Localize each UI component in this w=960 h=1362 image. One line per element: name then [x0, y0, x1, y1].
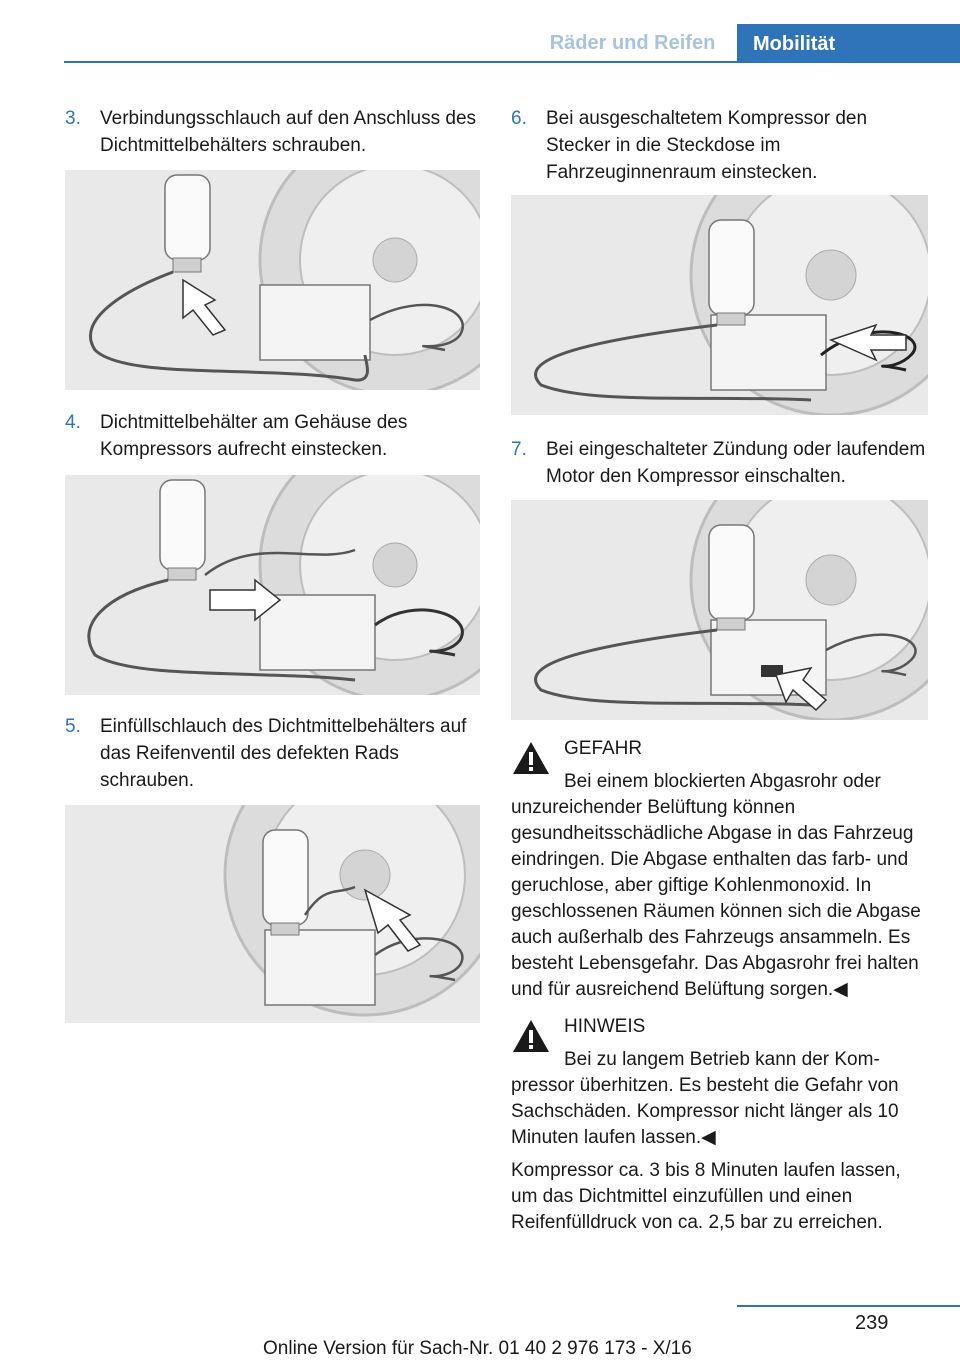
danger-notice: GEFAHR Bei einem blockierten Abgasrohr o…: [511, 736, 931, 1003]
caution-notice: HINWEIS Bei zu langem Betrieb kann der K…: [511, 1014, 931, 1151]
page-number: 239: [855, 1312, 889, 1334]
figure-insert-container: [65, 475, 480, 695]
figure-hose-to-container: [65, 170, 480, 390]
footer-rule: [737, 1305, 960, 1307]
step-text: Bei eingeschalteter Zündung oder laufend…: [546, 439, 926, 487]
danger-title: GEFAHR: [564, 738, 643, 759]
step-number: 6.: [511, 108, 527, 129]
header-section-label: Räder und Reifen: [549, 32, 716, 54]
step-text: Dichtmittelbehälter am Gehäuse des Kompr…: [100, 412, 408, 460]
figure-hose-to-valve: [65, 805, 480, 1023]
caution-first-line: Bei zu langem Betrieb kann der Kom-: [564, 1049, 880, 1070]
step-number: 4.: [65, 412, 81, 433]
figure-plug-in: [511, 195, 928, 415]
caution-body: pressor überhitzen. Es besteht die Gefah…: [511, 1075, 899, 1148]
step-text: Einfüllschlauch des Dichtmittelbehälters…: [100, 716, 467, 791]
step-text: Verbindungsschlauch auf den Anschluss de…: [100, 108, 477, 156]
header-rule: [64, 61, 960, 63]
step-text: Bei ausgeschaltetem Kompressor den Steck…: [546, 108, 868, 183]
warning-triangle-icon: [513, 742, 549, 774]
warning-triangle-icon: [513, 1020, 549, 1052]
caution-title: HINWEIS: [564, 1016, 646, 1037]
figure-switch-on: [511, 500, 928, 720]
danger-first-line: Bei einem blockierten Abgasrohr oder: [564, 771, 881, 792]
footer-online-version: Online Version für Sach-Nr. 01 40 2 976 …: [263, 1338, 692, 1359]
body-paragraph: Kompressor ca. 3 bis 8 Minuten laufen la…: [511, 1160, 901, 1233]
danger-body: unzureichender Belüftung können gesundhe…: [511, 797, 921, 1000]
header-chapter-tab: Mobilität: [737, 24, 960, 62]
step-number: 7.: [511, 439, 527, 460]
step-number: 5.: [65, 716, 81, 737]
step-number: 3.: [65, 108, 81, 129]
